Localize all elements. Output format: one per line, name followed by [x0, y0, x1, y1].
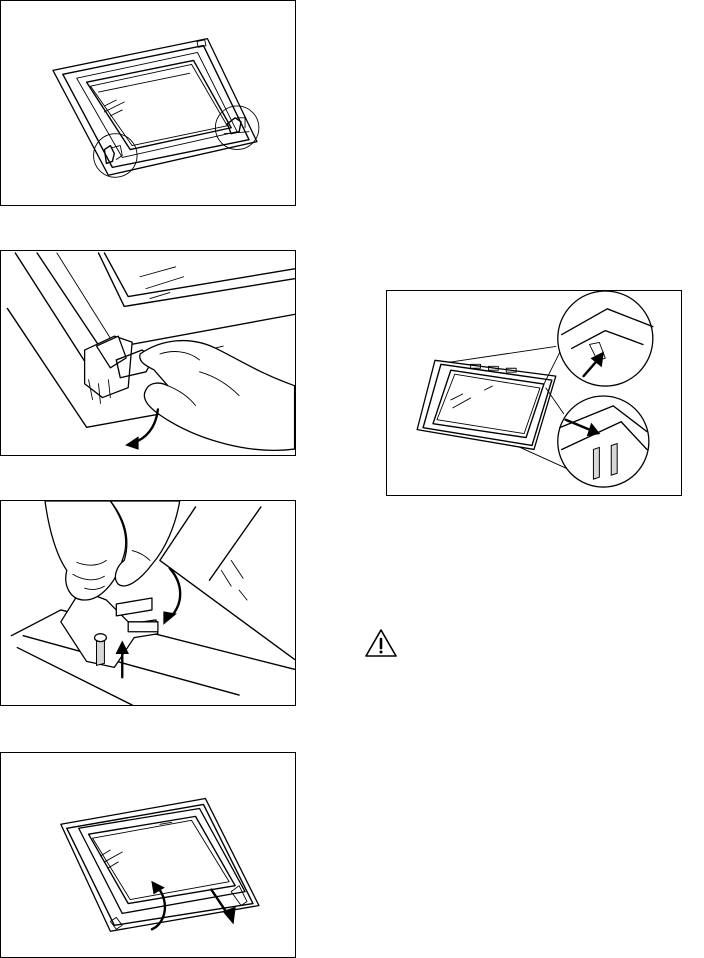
panel-reinstall-illustration: [387, 291, 681, 495]
warning-triangle-icon: [364, 628, 398, 658]
hinge-release-illustration: [1, 251, 295, 455]
figure-glass-panel-removal: [0, 752, 296, 958]
figure-hinge-clip-fold: [0, 500, 296, 706]
figure-panel-reinstall-detail: [386, 290, 682, 496]
hinge-clip-illustration: [1, 501, 295, 705]
magnified-detail-upper: [558, 291, 653, 386]
oven-door-illustration: [1, 1, 295, 205]
figure-hinge-release-hand: [0, 250, 296, 456]
figure-door-hinge-overview: [0, 0, 296, 206]
glass-panel-removal-illustration: [1, 753, 295, 957]
